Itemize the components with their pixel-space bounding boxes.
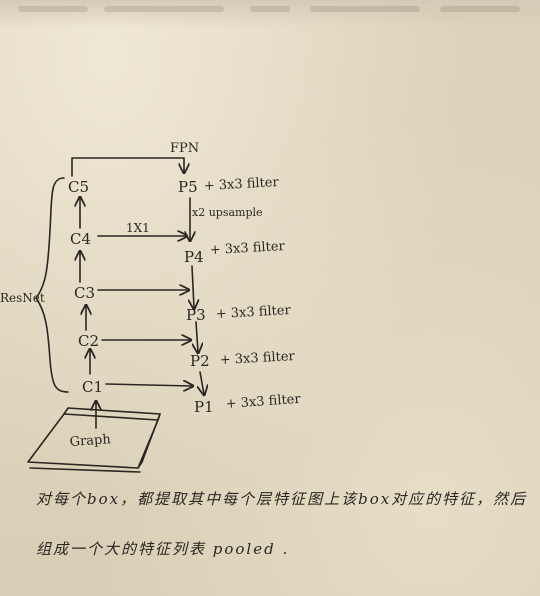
filter-label-p3: + 3x3 filter (215, 303, 291, 322)
node-p4: P4 (184, 248, 204, 266)
filter-label-p1: + 3x3 filter (225, 392, 302, 412)
node-c1: C1 (82, 378, 103, 396)
node-p2: P2 (190, 352, 210, 370)
graph-label: Graph (69, 432, 112, 450)
resnet-label: ResNet (0, 291, 45, 305)
node-c5: C5 (68, 178, 89, 196)
bleed-through-text-row (0, 0, 540, 28)
upsample-label: x2 upsample (192, 206, 263, 219)
node-p3: P3 (186, 306, 206, 324)
top-connection-line (71, 157, 184, 177)
filter-label-p2: + 3x3 filter (219, 349, 295, 368)
note-line-1: 对每个box，都提取其中每个层特征图上该box对应的特征，然后 (36, 490, 528, 508)
filter-label-p4: + 3x3 filter (209, 239, 285, 258)
lateral-arrow-c1 (105, 384, 192, 386)
arrow-p3-to-p2 (196, 321, 198, 352)
conv-1x1-label: 1X1 (126, 221, 150, 235)
arrow-p2-to-p1 (200, 371, 204, 394)
arrow-p4-to-p3 (192, 265, 194, 308)
node-c3: C3 (74, 284, 95, 302)
fpn-label: FPN (170, 141, 199, 156)
node-p1: P1 (194, 398, 214, 416)
resnet-brace (35, 177, 69, 393)
graph-sheet-back (63, 407, 161, 421)
filter-label-p5: + 3x3 filter (203, 175, 279, 194)
note-line-2: 组成一个大的特征列表 pooled . (36, 540, 290, 558)
node-c2: C2 (78, 332, 99, 350)
node-p5: P5 (178, 178, 198, 196)
node-c4: C4 (70, 230, 91, 248)
graph-sheet-shadow (29, 467, 141, 473)
graph-sheet-edge (137, 413, 161, 469)
